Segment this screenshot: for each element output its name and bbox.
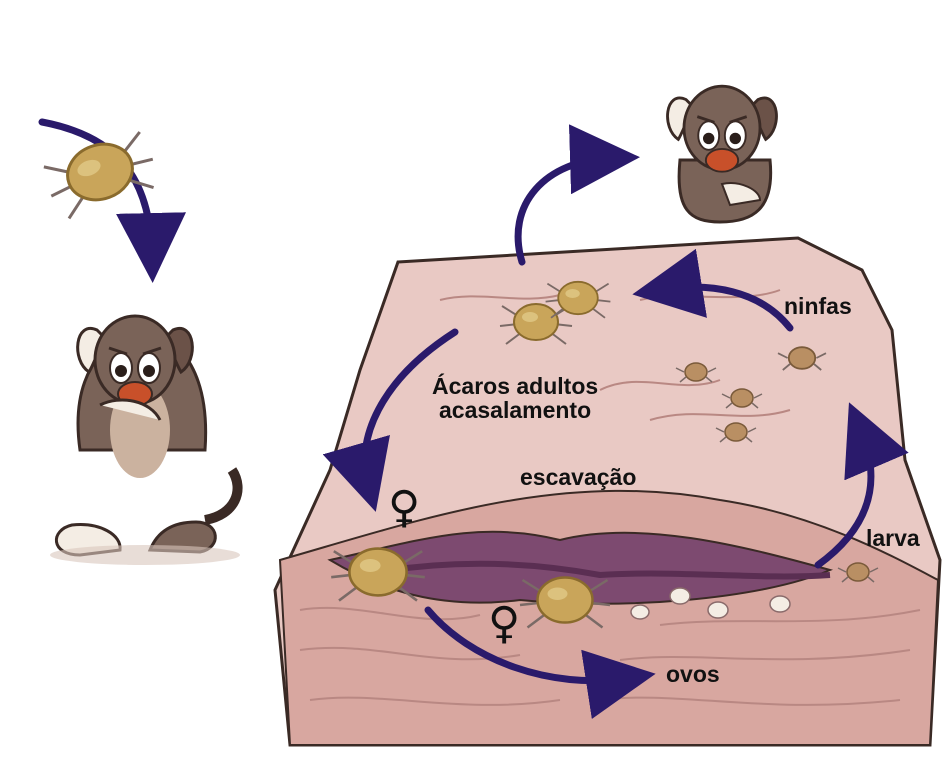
label-nymphs: ninfas	[784, 294, 852, 318]
infested-dog-left	[50, 316, 240, 565]
label-adult-mites-line2: acasalamento	[432, 398, 598, 422]
label-adult-mites-line1: Ácaros adultos	[432, 374, 598, 398]
label-eggs: ovos	[666, 662, 720, 686]
label-larva: larva	[866, 526, 920, 550]
label-adult-mites: Ácaros adultos acasalamento	[432, 374, 598, 422]
female-symbol-burrow: ♀	[488, 602, 520, 646]
female-symbol-entry: ♀	[388, 486, 420, 530]
label-burrow: escavação	[520, 465, 636, 489]
infested-dog-right	[668, 86, 777, 222]
